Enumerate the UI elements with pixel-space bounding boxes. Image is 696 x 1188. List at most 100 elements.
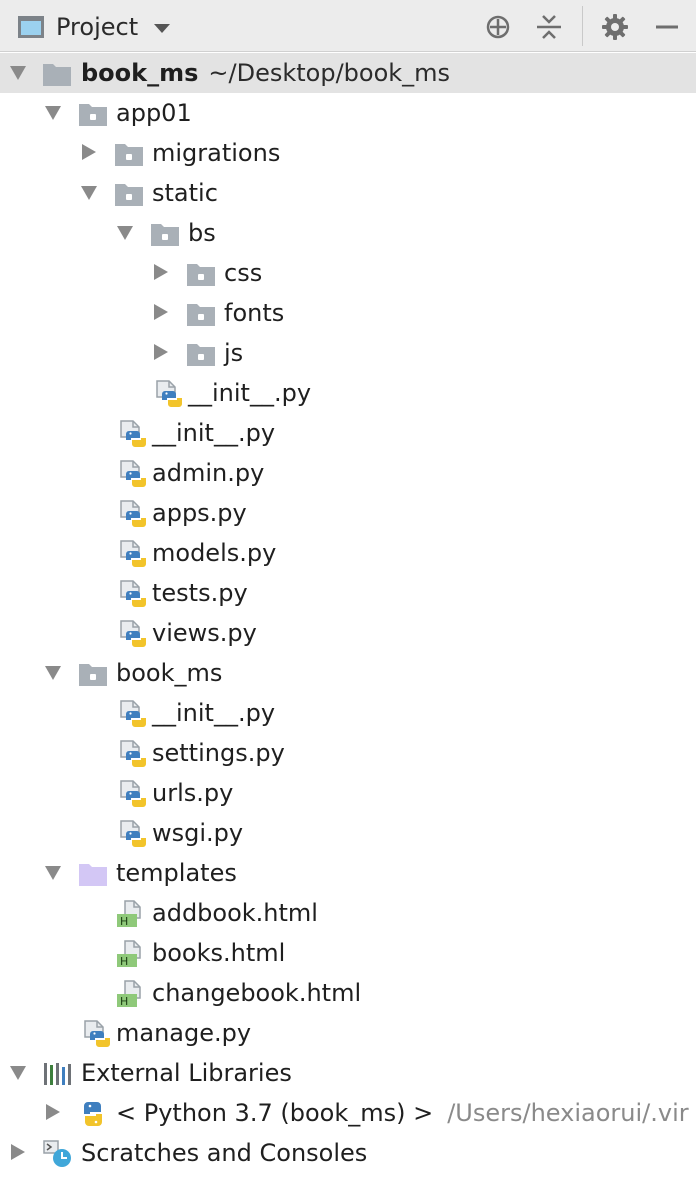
project-view-selector[interactable]: Project [18,8,171,46]
templates-folder-icon [78,860,108,888]
tree-row-python-sdk[interactable]: < Python 3.7 (book_ms) > /Users/hexiaorui… [0,1093,696,1133]
python-file-icon [118,700,148,728]
expand-toggle[interactable] [81,186,97,200]
folder-icon [78,660,108,688]
settings-button[interactable] [600,12,630,42]
tree-item-label: app01 [116,99,192,127]
python-sdk-path: /Users/hexiaorui/.vir [447,1099,689,1127]
html-file-icon [116,900,146,928]
expand-toggle[interactable] [45,866,61,880]
project-view-title: Project [56,13,139,41]
expand-toggle[interactable] [154,344,168,360]
python-icon [78,1100,108,1128]
project-toolbar: Project [0,0,696,52]
project-window-icon [18,16,44,38]
tree-row-file[interactable]: books.html [0,933,696,973]
python-sdk-label: < Python 3.7 (book_ms) > [116,1099,434,1127]
tree-root-name: book_ms [81,59,199,87]
tree-row-root[interactable]: book_ms ~/Desktop/book_ms [0,53,696,93]
tree-row-folder[interactable]: app01 [0,93,696,133]
tree-row-file[interactable]: addbook.html [0,893,696,933]
tree-item-label: books.html [152,939,286,967]
python-file-icon [118,620,148,648]
tree-row-file[interactable]: wsgi.py [0,813,696,853]
tree-row-folder[interactable]: js [0,333,696,373]
tree-root-path: ~/Desktop/book_ms [208,59,451,87]
tree-row-file[interactable]: admin.py [0,453,696,493]
tree-row-file[interactable]: apps.py [0,493,696,533]
chevron-down-icon [154,23,171,33]
collapse-all-button[interactable] [534,12,564,42]
tree-row-external-libraries[interactable]: External Libraries [0,1053,696,1093]
tree-item-label: migrations [152,139,281,167]
python-file-icon [118,420,148,448]
tree-row-folder[interactable]: book_ms [0,653,696,693]
tree-item-label: css [224,259,263,287]
collapse-all-icon [537,15,561,39]
tree-row-scratches[interactable]: Scratches and Consoles [0,1133,696,1173]
tree-row-folder[interactable]: bs [0,213,696,253]
tree-row-folder[interactable]: static [0,173,696,213]
tree-item-label: tests.py [152,579,248,607]
html-file-icon [116,940,146,968]
tree-row-file[interactable]: views.py [0,613,696,653]
scratches-icon [42,1140,72,1168]
tree-item-label: __init__.py [152,699,276,727]
python-file-icon [82,1020,112,1048]
tree-row-folder[interactable]: css [0,253,696,293]
tree-item-label: js [224,339,244,367]
expand-toggle[interactable] [10,1066,26,1080]
tree-item-label: fonts [224,299,285,327]
python-file-icon [118,460,148,488]
tree-item-label: settings.py [152,739,285,767]
tree-row-folder[interactable]: templates [0,853,696,893]
tree-row-file[interactable]: tests.py [0,573,696,613]
tree-row-file[interactable]: manage.py [0,1013,696,1053]
tree-item-label: Scratches and Consoles [81,1139,368,1167]
tree-item-label: models.py [152,539,277,567]
expand-toggle[interactable] [45,666,61,680]
expand-toggle[interactable] [154,304,168,320]
tree-row-file[interactable]: models.py [0,533,696,573]
expand-toggle[interactable] [117,226,133,240]
tree-row-file[interactable]: __init__.py [0,373,696,413]
minus-icon [656,25,678,29]
tree-row-folder[interactable]: migrations [0,133,696,173]
python-file-icon [118,820,148,848]
tree-row-file[interactable]: settings.py [0,733,696,773]
folder-icon [78,100,108,128]
python-file-icon [118,540,148,568]
tree-row-file[interactable]: __init__.py [0,413,696,453]
folder-icon [186,340,216,368]
folder-icon [114,180,144,208]
folder-icon [114,140,144,168]
python-file-icon [154,380,184,408]
tree-item-label: urls.py [152,779,234,807]
tree-item-label: changebook.html [152,979,362,1007]
tree-row-file[interactable]: changebook.html [0,973,696,1013]
folder-icon [42,60,72,88]
expand-toggle[interactable] [46,1104,60,1120]
tree-row-folder[interactable]: fonts [0,293,696,333]
toolbar-separator [582,6,583,46]
expand-toggle[interactable] [154,264,168,280]
locate-file-button[interactable] [483,12,513,42]
tree-item-label: __init__.py [152,419,276,447]
expand-toggle[interactable] [11,1144,25,1160]
tree-item-label: __init__.py [188,379,312,407]
folder-icon [186,300,216,328]
tree-row-file[interactable]: __init__.py [0,693,696,733]
tree-item-label: bs [188,219,216,247]
tree-row-file[interactable]: urls.py [0,773,696,813]
crosshair-icon [486,15,510,39]
hide-panel-button[interactable] [652,12,682,42]
expand-toggle[interactable] [10,66,26,80]
expand-toggle[interactable] [82,144,96,160]
tree-item-label: manage.py [116,1019,252,1047]
tree-item-label: wsgi.py [152,819,244,847]
folder-icon [186,260,216,288]
tree-item-label: apps.py [152,499,247,527]
expand-toggle[interactable] [45,106,61,120]
folder-icon [150,220,180,248]
html-file-icon [116,980,146,1008]
